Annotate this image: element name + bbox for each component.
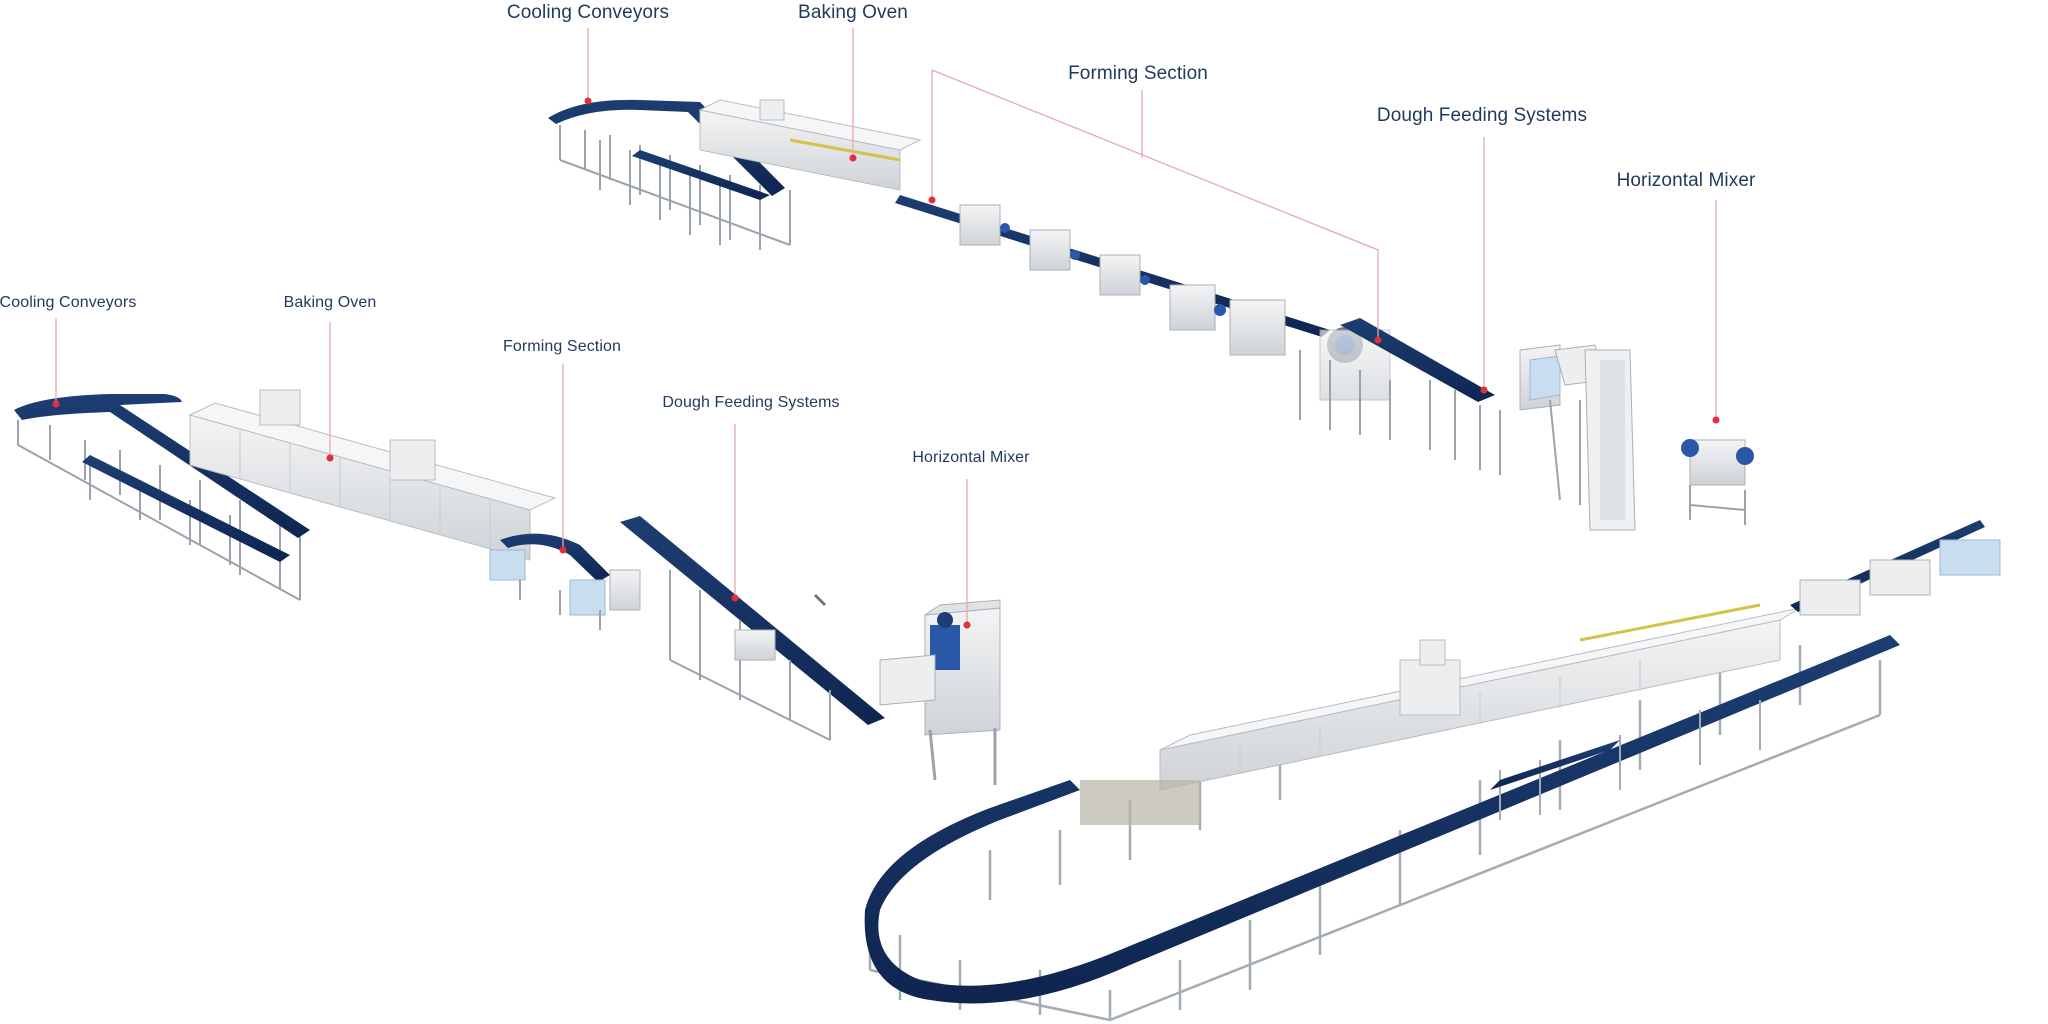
marker-top-forming-second <box>1374 336 1382 344</box>
middle-cooling-conveyor-belt <box>14 394 310 538</box>
label-middle-horizontal-mixer: Horizontal Mixer <box>912 449 1030 466</box>
marker-top-baking-oven <box>849 154 857 162</box>
middle-horizontal-mixer <box>879 599 1001 785</box>
marker-top-dough-feeding-systems <box>1480 386 1488 394</box>
label-middle-dough-feeding-systems: Dough Feeding Systems <box>662 394 840 411</box>
bottom-forming-section <box>1799 539 2001 616</box>
middle-baking-oven <box>188 389 557 561</box>
middle-forming-section <box>489 533 641 630</box>
label-middle-baking-oven: Baking Oven <box>283 294 377 311</box>
top-horizontal-mixer <box>1681 439 1754 525</box>
label-top-baking-oven: Baking Oven <box>798 2 908 23</box>
middle-production-line <box>14 389 1001 785</box>
bottom-forming-mesh <box>1080 780 1200 825</box>
marker-middle-horizontal-mixer <box>963 621 971 629</box>
label-middle-cooling-conveyors: Cooling Conveyors <box>0 294 137 311</box>
top-baking-oven <box>698 99 922 191</box>
marker-middle-dough-feeding-systems <box>731 594 739 602</box>
callout-markers <box>52 97 1720 629</box>
bottom-u-turn-conveyor-belt <box>864 635 1900 1004</box>
label-top-horizontal-mixer: Horizontal Mixer <box>1616 170 1756 191</box>
label-top-forming-section: Forming Section <box>1068 63 1208 84</box>
bottom-production-line <box>864 520 2001 1022</box>
label-top-cooling-conveyors: Cooling Conveyors <box>506 2 670 23</box>
callout-leaders <box>55 28 1717 625</box>
marker-middle-baking-oven <box>326 454 334 462</box>
leader-top-forming-section <box>931 69 1379 340</box>
top-cooling-conveyor-lower-belt <box>632 150 770 200</box>
marker-middle-forming-section <box>559 546 567 554</box>
label-middle-forming-section: Forming Section <box>503 338 621 355</box>
marker-top-forming-section <box>928 196 936 204</box>
top-forming-section <box>895 195 1391 440</box>
top-cooling-conveyor-frame <box>559 125 791 250</box>
middle-dough-feeding-system <box>620 516 885 741</box>
marker-middle-cooling-conveyors <box>52 400 60 408</box>
label-top-dough-feeding-systems: Dough Feeding Systems <box>1376 105 1588 126</box>
marker-top-horizontal-mixer <box>1712 416 1720 424</box>
marker-top-cooling-conveyors <box>584 97 592 105</box>
bottom-baking-oven <box>1159 603 1801 791</box>
top-production-line <box>548 99 1754 531</box>
middle-cooling-conveyor-lower-belt <box>82 455 290 562</box>
